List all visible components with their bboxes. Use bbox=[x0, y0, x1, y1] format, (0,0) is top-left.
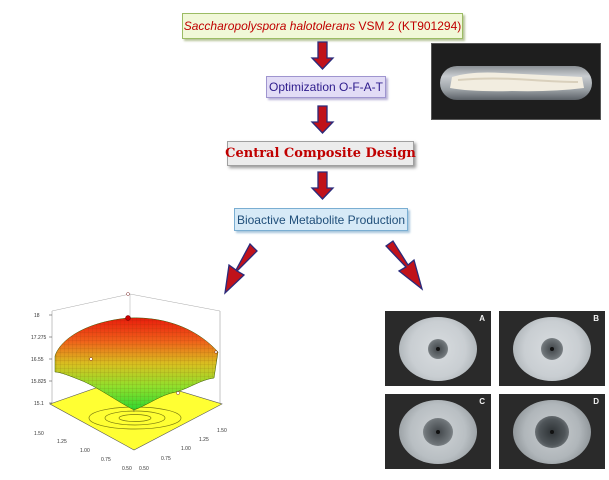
y-tick-2: 1.00 bbox=[181, 446, 191, 452]
plate-b: B bbox=[499, 311, 605, 386]
z-tick-4: 15.1 bbox=[34, 401, 44, 407]
z-tick-3: 15.825 bbox=[31, 379, 47, 385]
plate-c: C bbox=[385, 394, 491, 469]
production-step-box: Bioactive Metabolite Production bbox=[234, 208, 408, 231]
optimization-step-box: Optimization O-F-A-T bbox=[266, 76, 386, 98]
petri-dish bbox=[513, 400, 591, 464]
x-tick-2: 1.00 bbox=[80, 448, 90, 454]
plate-a: A bbox=[385, 311, 491, 386]
arrow-down-2 bbox=[310, 105, 335, 134]
x-tick-3: 0.75 bbox=[101, 457, 111, 463]
inhibition-plates-grid: A B C D bbox=[385, 311, 606, 469]
z-tick-0: 18 bbox=[34, 313, 40, 319]
x-tick-1: 1.25 bbox=[57, 439, 67, 445]
arrow-diag-right bbox=[385, 240, 424, 291]
arrow-down-1 bbox=[310, 41, 335, 70]
y-tick-1: 0.75 bbox=[161, 456, 171, 462]
x-axis: 1.50 1.25 1.00 0.75 0.50 bbox=[34, 431, 132, 472]
response-surface-plot: 18 17.275 16.55 15.825 15.1 1.50 1.25 1.… bbox=[31, 292, 227, 472]
y-tick-4: 1.50 bbox=[217, 428, 227, 434]
plate-label-c: C bbox=[479, 397, 485, 406]
z-tick-2: 16.55 bbox=[31, 357, 44, 363]
x-tick-0: 1.50 bbox=[34, 431, 44, 437]
arrow-down-3 bbox=[310, 171, 335, 200]
y-tick-3: 1.25 bbox=[199, 437, 209, 443]
petri-dish bbox=[399, 317, 477, 381]
y-axis: 0.50 0.75 1.00 1.25 1.50 bbox=[139, 428, 227, 472]
organism-strain: VSM 2 (KT901294) bbox=[358, 19, 462, 33]
z-tick-1: 17.275 bbox=[31, 335, 47, 341]
growth-streak bbox=[450, 72, 584, 92]
y-tick-0: 0.50 bbox=[139, 466, 149, 472]
x-tick-4: 0.50 bbox=[122, 466, 132, 472]
organism-species: Saccharopolyspora halotolerans bbox=[183, 19, 356, 33]
ccd-step-box: Central Composite Design bbox=[225, 141, 416, 166]
plate-label-b: B bbox=[593, 314, 599, 323]
plate-label-a: A bbox=[479, 314, 485, 323]
petri-dish bbox=[513, 317, 591, 381]
petri-dish bbox=[399, 400, 477, 464]
arrow-diag-left bbox=[224, 242, 258, 295]
plate-label-d: D bbox=[593, 397, 599, 406]
organism-title-box: Saccharopolyspora halotolerans VSM 2 (KT… bbox=[182, 13, 463, 39]
z-axis: 18 17.275 16.55 15.825 15.1 bbox=[31, 313, 52, 407]
design-point-max bbox=[125, 315, 131, 321]
plate-d: D bbox=[499, 394, 605, 469]
culture-tube-photo bbox=[431, 43, 601, 120]
